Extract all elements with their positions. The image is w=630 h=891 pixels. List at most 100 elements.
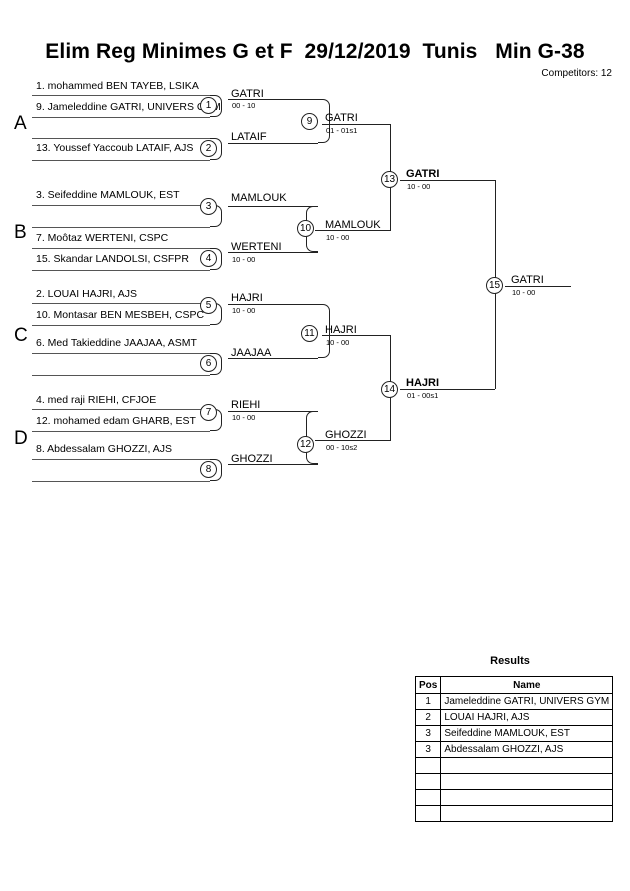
advance-line bbox=[322, 124, 390, 125]
advance-line bbox=[228, 464, 318, 465]
result-name: Jameleddine GATRI, UNIVERS GYM bbox=[440, 693, 614, 710]
result-name: Seifeddine MAMLOUK, EST bbox=[440, 725, 614, 742]
match-score: 10 - 00 bbox=[232, 306, 256, 315]
advance-line bbox=[400, 389, 495, 390]
match-connector bbox=[318, 304, 330, 358]
match-number: 6 bbox=[200, 355, 217, 372]
match-winner: GATRI bbox=[325, 112, 358, 124]
result-pos: 3 bbox=[414, 725, 442, 742]
match-connector bbox=[210, 95, 222, 117]
match-score: 01 - 00s1 bbox=[407, 391, 439, 400]
match-number: 12 bbox=[297, 436, 314, 453]
entry-line bbox=[32, 138, 210, 139]
entry-line bbox=[32, 303, 210, 304]
match-number: 13 bbox=[381, 171, 398, 188]
results-title: Results bbox=[490, 655, 530, 667]
match-score: 10 - 00 bbox=[512, 288, 536, 297]
column-header-pos: Pos bbox=[414, 676, 442, 694]
table-row bbox=[414, 773, 614, 790]
player-entry: 3. Seifeddine MAMLOUK, EST bbox=[36, 189, 180, 201]
match-winner: LATAIF bbox=[231, 131, 267, 143]
match-winner: RIEHI bbox=[231, 399, 261, 411]
result-name: Abdessalam GHOZZI, AJS bbox=[440, 741, 614, 758]
match-winner: WERTENI bbox=[231, 241, 282, 253]
match-winner: MAMLOUK bbox=[325, 219, 381, 231]
player-entry: 6. Med Takieddine JAAJAA, ASMT bbox=[36, 337, 197, 349]
entry-line bbox=[32, 227, 210, 228]
advance-line bbox=[228, 252, 318, 253]
result-pos bbox=[414, 773, 442, 790]
advance-line bbox=[228, 143, 318, 144]
match-number: 5 bbox=[200, 297, 217, 314]
result-pos bbox=[414, 789, 442, 806]
entry-line bbox=[32, 459, 210, 460]
result-name bbox=[440, 805, 614, 822]
player-entry: 8. Abdessalam GHOZZI, AJS bbox=[36, 443, 172, 455]
match-winner: GATRI bbox=[231, 88, 264, 100]
advance-line bbox=[400, 180, 495, 181]
match-connector bbox=[210, 248, 222, 270]
advance-line bbox=[322, 335, 390, 336]
match-connector bbox=[318, 99, 330, 143]
advance-line bbox=[228, 99, 318, 100]
match-connector bbox=[210, 353, 222, 375]
table-row bbox=[414, 789, 614, 806]
match-score: 10 - 00 bbox=[232, 413, 256, 422]
entry-line bbox=[32, 481, 210, 482]
match-number: 3 bbox=[200, 198, 217, 215]
match-score: 10 - 00 bbox=[326, 338, 350, 347]
match-score: 00 - 10 bbox=[232, 101, 256, 110]
match-score: 10 - 00 bbox=[326, 233, 350, 242]
result-pos: 1 bbox=[414, 693, 442, 710]
advance-line bbox=[228, 304, 318, 305]
table-row: 2 LOUAI HAJRI, AJS bbox=[414, 709, 614, 726]
result-pos bbox=[414, 805, 442, 822]
match-winner: GATRI bbox=[406, 168, 440, 180]
entry-line bbox=[32, 95, 210, 96]
match-number: 8 bbox=[200, 461, 217, 478]
player-entry: 7. Moôtaz WERTENI, CSPC bbox=[36, 232, 169, 244]
player-entry: 15. Skandar LANDOLSI, CSFPR bbox=[36, 253, 189, 265]
match-number: 7 bbox=[200, 404, 217, 421]
advance-line bbox=[228, 411, 318, 412]
entry-line bbox=[32, 205, 210, 206]
match-number: 1 bbox=[200, 97, 217, 114]
player-entry: 9. Jameleddine GATRI, UNIVERS GYM bbox=[36, 101, 221, 113]
advance-line bbox=[228, 206, 318, 207]
table-row: 1 Jameleddine GATRI, UNIVERS GYM bbox=[414, 693, 614, 710]
advance-line bbox=[315, 230, 390, 231]
match-connector bbox=[210, 459, 222, 481]
result-name bbox=[440, 789, 614, 806]
entry-line bbox=[32, 431, 210, 432]
table-row: 3 Abdessalam GHOZZI, AJS bbox=[414, 741, 614, 758]
result-pos: 3 bbox=[414, 741, 442, 758]
match-winner: HAJRI bbox=[406, 377, 440, 389]
results-table: Pos Name 1 Jameleddine GATRI, UNIVERS GY… bbox=[414, 676, 614, 822]
match-number: 14 bbox=[381, 381, 398, 398]
match-score: 10 - 00 bbox=[407, 182, 431, 191]
entry-line bbox=[32, 375, 210, 376]
player-entry: 13. Youssef Yaccoub LATAIF, AJS bbox=[36, 142, 194, 154]
player-entry: 12. mohamed edam GHARB, EST bbox=[36, 415, 196, 427]
player-entry: 1. mohammed BEN TAYEB, LSIKA bbox=[36, 80, 199, 92]
result-name bbox=[440, 773, 614, 790]
group-label-c: C bbox=[14, 325, 28, 346]
match-number: 10 bbox=[297, 220, 314, 237]
group-label-b: B bbox=[14, 222, 27, 243]
match-score: 10 - 00 bbox=[232, 255, 256, 264]
result-pos: 2 bbox=[414, 709, 442, 726]
match-number: 15 bbox=[486, 277, 503, 294]
advance-line bbox=[228, 358, 318, 359]
result-name: LOUAI HAJRI, AJS bbox=[440, 709, 614, 726]
entry-line bbox=[32, 325, 210, 326]
result-name bbox=[440, 757, 614, 774]
champion-line bbox=[505, 286, 571, 287]
group-label-a: A bbox=[14, 113, 27, 134]
match-score: 01 - 01s1 bbox=[326, 126, 358, 135]
match-winner: MAMLOUK bbox=[231, 192, 287, 204]
table-header-row: Pos Name bbox=[414, 676, 614, 694]
match-winner: HAJRI bbox=[325, 324, 357, 336]
player-entry: 4. med raji RIEHI, CFJOE bbox=[36, 394, 157, 406]
page-title: Elim Reg Minimes G et F 29/12/2019 Tunis… bbox=[45, 40, 585, 63]
